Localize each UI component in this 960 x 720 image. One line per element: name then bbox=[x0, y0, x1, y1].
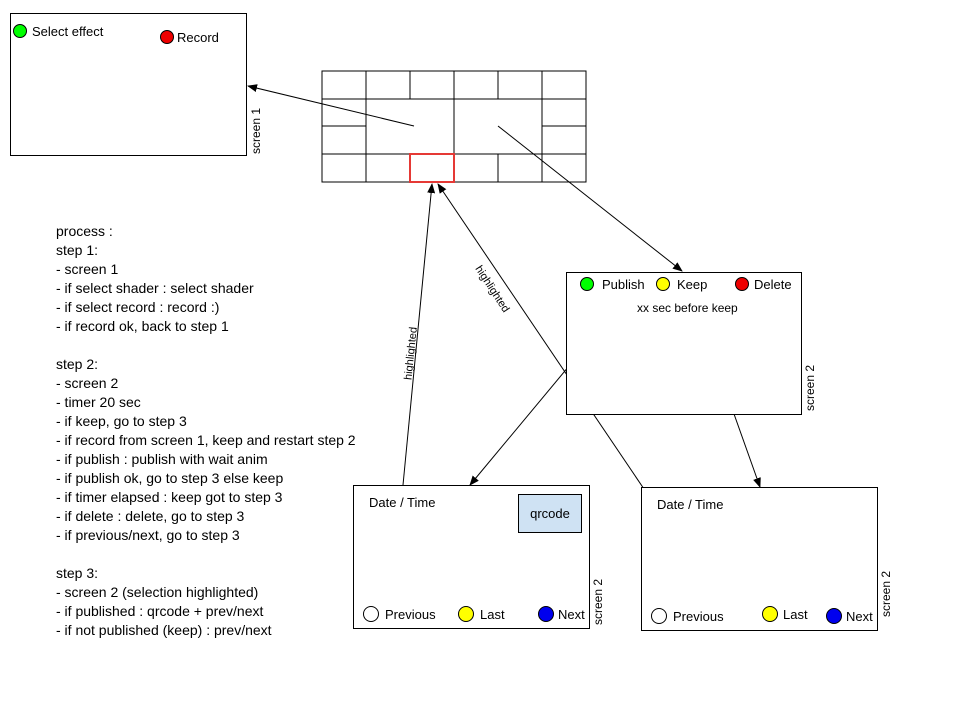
timer-text: xx sec before keep bbox=[637, 301, 738, 315]
qrcode-label: qrcode bbox=[530, 506, 570, 521]
screen1-side-label: screen 1 bbox=[249, 107, 263, 154]
process-line bbox=[56, 336, 356, 355]
screen2-kept-side-label: screen 2 bbox=[879, 570, 893, 617]
process-line: - if publish : publish with wait anim bbox=[56, 451, 268, 467]
arrow-to-screen1 bbox=[247, 84, 415, 127]
process-line: - if publish ok, go to step 3 else keep bbox=[56, 470, 284, 486]
kept-last-button[interactable]: Last bbox=[783, 607, 808, 622]
select-effect-label[interactable]: Select effect bbox=[32, 24, 104, 39]
process-line: - screen 2 bbox=[56, 375, 119, 391]
kept-datetime: Date / Time bbox=[657, 497, 724, 512]
publish-button[interactable]: Publish bbox=[602, 277, 645, 292]
record-indicator-icon bbox=[160, 30, 174, 44]
process-line: step 1: bbox=[56, 242, 99, 258]
kept-previous-button[interactable]: Previous bbox=[673, 609, 724, 624]
process-line: - if record from screen 1, keep and rest… bbox=[56, 432, 356, 448]
process-line: - if published : qrcode + prev/next bbox=[56, 603, 264, 619]
delete-button[interactable]: Delete bbox=[754, 277, 792, 292]
kept-next-button[interactable]: Next bbox=[846, 609, 873, 624]
highlighted-cell bbox=[409, 153, 455, 183]
delete-indicator-icon bbox=[735, 277, 749, 291]
qrcode-box: qrcode bbox=[518, 494, 582, 533]
process-line: - if timer elapsed : keep got to step 3 bbox=[56, 489, 283, 505]
screen2-decision-panel: Publish Keep Delete xx sec before keep bbox=[566, 272, 802, 415]
next-button[interactable]: Next bbox=[558, 607, 585, 622]
select-effect-indicator-icon bbox=[13, 24, 27, 38]
process-line: step 3: bbox=[56, 565, 99, 581]
process-line: - if not published (keep) : prev/next bbox=[56, 622, 272, 638]
kept-previous-indicator-icon bbox=[651, 608, 667, 624]
screen2-kept-panel: Date / Time Previous Last Next bbox=[641, 487, 878, 631]
process-line: - if keep, go to step 3 bbox=[56, 413, 187, 429]
screen2-published-panel: Date / Time qrcode Previous Last Next bbox=[353, 485, 590, 629]
next-indicator-icon bbox=[538, 606, 554, 622]
last-indicator-icon bbox=[458, 606, 474, 622]
process-description: process : step 1: - screen 1 - if select sh… bbox=[56, 222, 356, 640]
published-datetime: Date / Time bbox=[369, 495, 436, 510]
process-line: - if select record : record :) bbox=[56, 299, 220, 315]
arrow-published-highlight bbox=[402, 183, 436, 486]
process-line: - if delete : delete, go to step 3 bbox=[56, 508, 245, 524]
publish-indicator-icon bbox=[580, 277, 594, 291]
arrow-to-screen2 bbox=[497, 125, 683, 272]
arrow-kept-highlight bbox=[437, 183, 645, 490]
process-line: - if previous/next, go to step 3 bbox=[56, 527, 240, 543]
previous-indicator-icon bbox=[363, 606, 379, 622]
gallery-grid bbox=[321, 70, 587, 183]
process-line bbox=[56, 545, 356, 564]
process-line: - screen 2 (selection highlighted) bbox=[56, 584, 259, 600]
screen2-decision-side-label: screen 2 bbox=[803, 364, 817, 411]
process-line: - if select shader : select shader bbox=[56, 280, 254, 296]
kept-next-indicator-icon bbox=[826, 608, 842, 624]
keep-indicator-icon bbox=[656, 277, 670, 291]
keep-button[interactable]: Keep bbox=[677, 277, 708, 292]
process-line: step 2: bbox=[56, 356, 99, 372]
record-label[interactable]: Record bbox=[177, 30, 219, 45]
process-line: - if record ok, back to step 1 bbox=[56, 318, 229, 334]
previous-button[interactable]: Previous bbox=[385, 607, 436, 622]
last-button[interactable]: Last bbox=[480, 607, 505, 622]
kept-last-indicator-icon bbox=[762, 606, 778, 622]
process-line: process : bbox=[56, 223, 113, 239]
process-line: - timer 20 sec bbox=[56, 394, 141, 410]
process-line: - screen 1 bbox=[56, 261, 119, 277]
screen2-published-side-label: screen 2 bbox=[591, 578, 605, 625]
screen1-panel: Select effect Record bbox=[10, 13, 247, 156]
